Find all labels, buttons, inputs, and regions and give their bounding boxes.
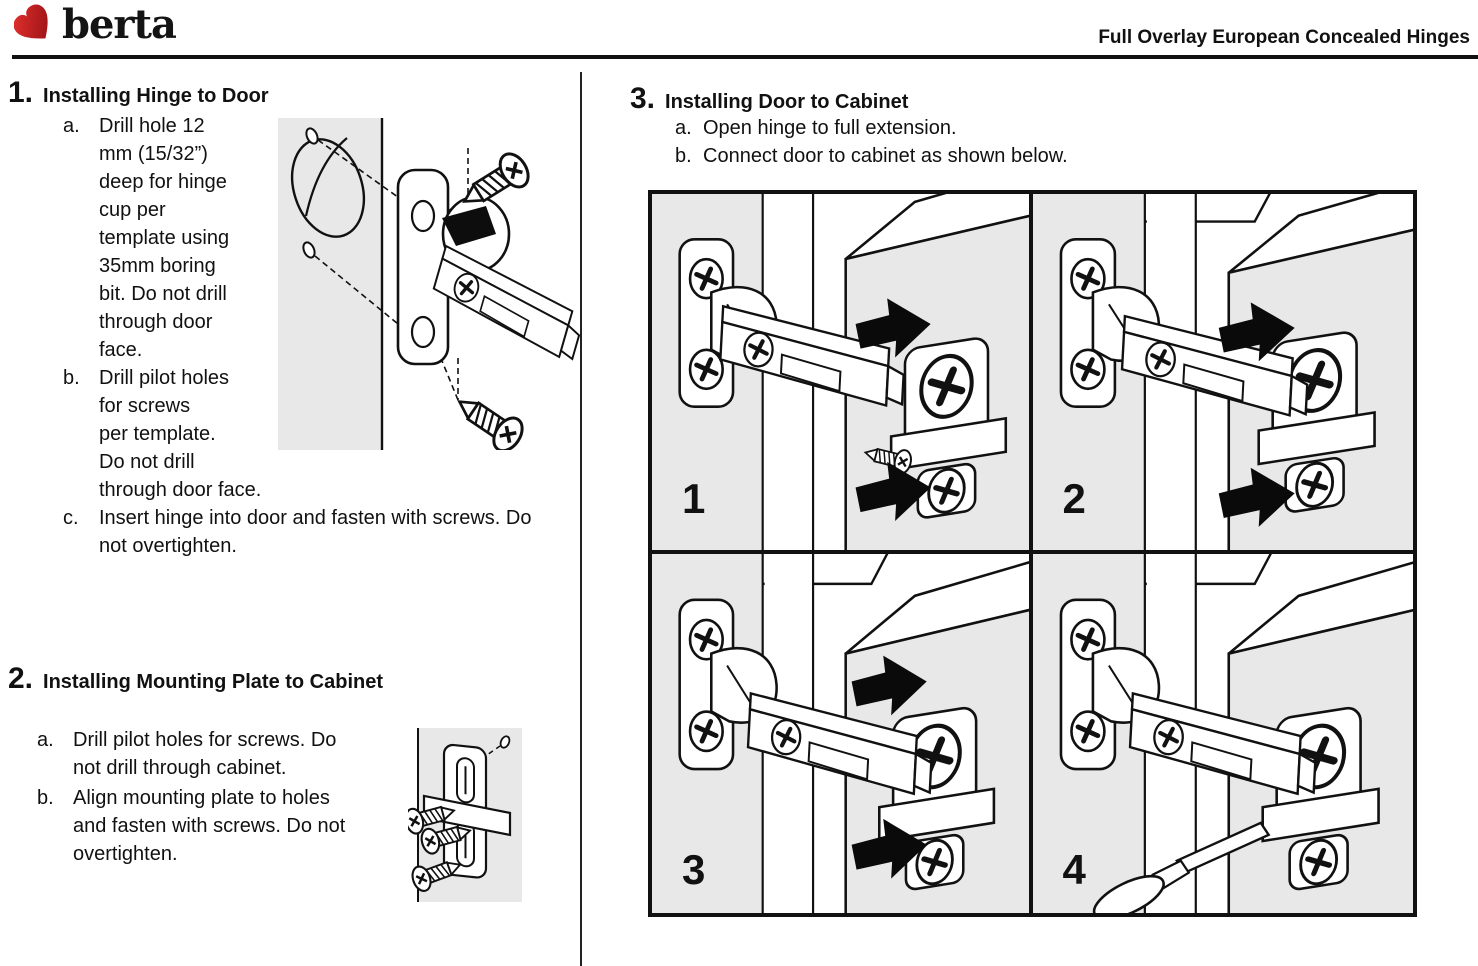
screw-icon <box>447 384 530 450</box>
section-2-title: Installing Mounting Plate to Cabinet <box>43 671 384 693</box>
list-item: b. Align mounting plate to holes and fas… <box>37 784 345 868</box>
item-marker: a. <box>675 117 692 139</box>
item-marker: b. <box>675 145 692 167</box>
step-2-illustration <box>1033 194 1413 550</box>
list-item: a. Drill pilot holes for screws. Do not … <box>37 726 345 782</box>
item-marker: c. <box>63 507 79 529</box>
item-text: Insert hinge into door and fasten with s… <box>99 507 532 557</box>
step-4-illustration <box>1033 553 1413 913</box>
item-marker: b. <box>63 367 80 389</box>
brand-logo-icon <box>14 4 48 39</box>
section-1-title: Installing Hinge to Door <box>43 85 269 107</box>
panel-number: 2 <box>1062 474 1086 522</box>
section-1-number: 1. <box>8 76 34 109</box>
column-divider <box>580 72 582 966</box>
list-item: a. Drill hole 12 mm (15/32”) deep for hi… <box>63 112 531 364</box>
section-3-number: 3. <box>630 82 656 115</box>
section-3-items: a. Open hinge to full extension. b. Conn… <box>675 114 1068 170</box>
section-3-title: Installing Door to Cabinet <box>665 91 909 113</box>
list-item: b. Connect door to cabinet as shown belo… <box>675 142 1068 170</box>
step-panel-1: 1 <box>652 194 1033 554</box>
step-panel-2: 2 <box>1032 194 1413 554</box>
item-text: Drill hole 12 mm (15/32”) deep for hinge… <box>99 115 230 361</box>
page-title: Full Overlay European Concealed Hinges <box>1098 27 1470 48</box>
item-marker: b. <box>37 787 54 809</box>
panel-number: 4 <box>1062 846 1086 893</box>
mounting-plate <box>422 743 512 879</box>
panel-number: 1 <box>682 474 706 522</box>
item-marker: a. <box>37 729 54 751</box>
header-rule <box>12 55 1478 59</box>
item-text: Connect door to cabinet as shown below. <box>703 145 1068 167</box>
item-text: Drill pilot holes for screws. Do not dri… <box>73 729 337 779</box>
item-text: Drill pilot holes for screws per templat… <box>99 367 262 501</box>
section-3-heading: 3. Installing Door to Cabinet <box>630 82 908 116</box>
section-1-heading: 1. Installing Hinge to Door <box>8 76 269 110</box>
section-2-items: a. Drill pilot holes for screws. Do not … <box>37 726 345 868</box>
section-1-items: a. Drill hole 12 mm (15/32”) deep for hi… <box>63 112 531 560</box>
brand-logo: berta <box>14 1 177 48</box>
panel-number: 3 <box>682 846 706 893</box>
item-text: Align mounting plate to holes and fasten… <box>73 787 346 865</box>
mounting-plate-diagram <box>408 728 522 902</box>
list-item: a. Open hinge to full extension. <box>675 114 1068 142</box>
screwdriver <box>1092 820 1270 913</box>
list-item: c. Insert hinge into door and fasten wit… <box>63 504 531 560</box>
step-3-illustration <box>652 553 1029 913</box>
section-2-number: 2. <box>8 662 34 695</box>
list-item: b. Drill pilot holes for screws per temp… <box>63 364 531 504</box>
item-text: Open hinge to full extension. <box>703 117 957 139</box>
step-panel-4: 4 <box>1032 553 1413 913</box>
hinge-to-door-diagram <box>278 118 580 450</box>
step-panel-3: 3 <box>652 553 1033 913</box>
installation-steps-grid: 1 2 <box>648 190 1417 917</box>
item-marker: a. <box>63 115 80 137</box>
brand-logo-text: berta <box>62 1 177 48</box>
step-1-illustration <box>652 194 1029 550</box>
section-2-heading: 2. Installing Mounting Plate to Cabinet <box>8 662 383 696</box>
